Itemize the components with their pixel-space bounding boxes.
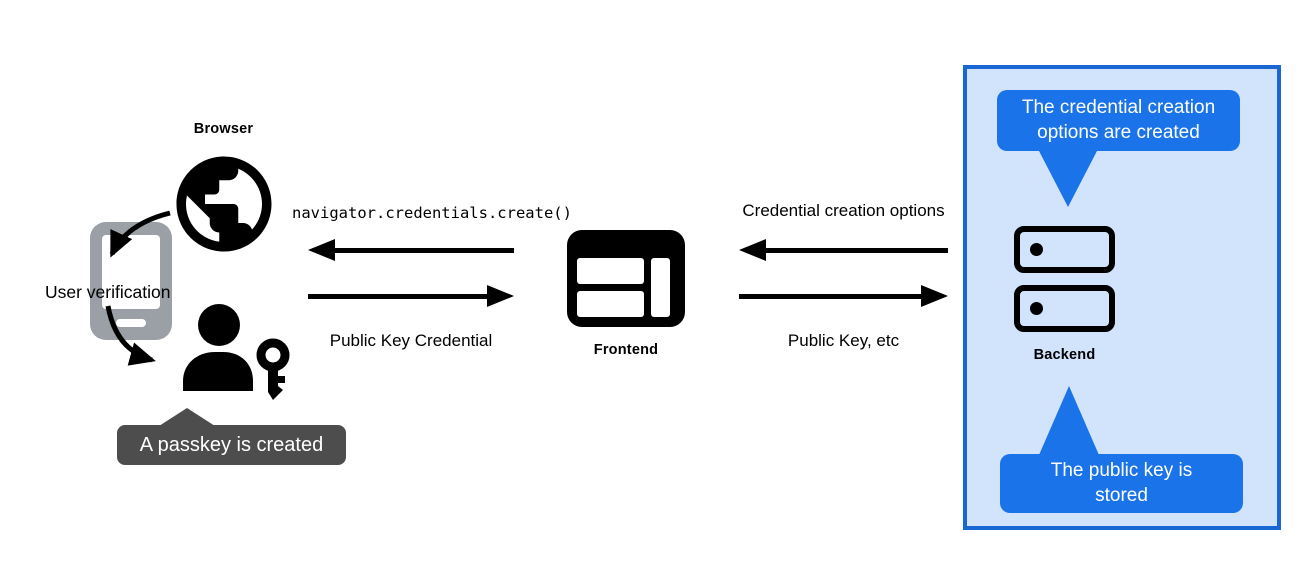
- globe-icon: [176, 156, 272, 252]
- arrowhead-left: [739, 239, 766, 261]
- frontend-to-browser-arrow: [308, 239, 514, 261]
- window-pane: [577, 291, 644, 317]
- arrow-shaft: [335, 247, 514, 253]
- user-verification-label: User verification: [45, 282, 171, 302]
- browser-label: Browser: [193, 121, 254, 137]
- options-created-callout-tail: [1038, 149, 1098, 207]
- arrow-shaft: [766, 247, 948, 253]
- smartphone-home-dash: [116, 319, 146, 327]
- arrowhead-left: [308, 239, 335, 261]
- options-created-text: The credential creation options are crea…: [1021, 97, 1216, 143]
- public-key-stored-text: The public key is stored: [1050, 460, 1193, 506]
- window-pane: [577, 258, 644, 284]
- arrow-shaft: [739, 293, 921, 299]
- window-pane: [651, 258, 670, 317]
- public-key-stored-callout: The public key is stored: [1000, 454, 1243, 514]
- server-icon: [1014, 226, 1115, 273]
- arrow-shaft: [308, 293, 487, 299]
- public-key-credential-label: Public Key Credential: [329, 331, 493, 350]
- user-with-key-icon: [183, 304, 290, 400]
- passkey-callout-tail: [159, 408, 215, 426]
- backend-label: Backend: [1033, 347, 1096, 363]
- browser-to-frontend-arrow: [308, 285, 514, 307]
- passkey-created-callout: A passkey is created: [117, 425, 346, 465]
- public-key-etc-label: Public Key, etc: [787, 331, 900, 350]
- options-created-callout: The credential creation options are crea…: [997, 90, 1240, 152]
- server-led-dot: [1030, 302, 1043, 315]
- credential-creation-options-label: Credential creation options: [742, 201, 945, 220]
- public-key-stored-callout-tail: [1039, 386, 1099, 455]
- smartphone-icon: [90, 222, 172, 340]
- server-icon: [1014, 285, 1115, 332]
- frontend-label: Frontend: [593, 342, 659, 358]
- frontend-to-backend-arrow: [739, 285, 948, 307]
- server-led-dot: [1030, 243, 1043, 256]
- arrowhead-right: [487, 285, 514, 307]
- backend-to-frontend-arrow: [739, 239, 948, 261]
- arrowhead-right: [921, 285, 948, 307]
- frontend-window-icon: [567, 230, 685, 327]
- passkey-created-text: A passkey is created: [139, 433, 324, 456]
- create-call-label: navigator.credentials.create(): [292, 204, 572, 222]
